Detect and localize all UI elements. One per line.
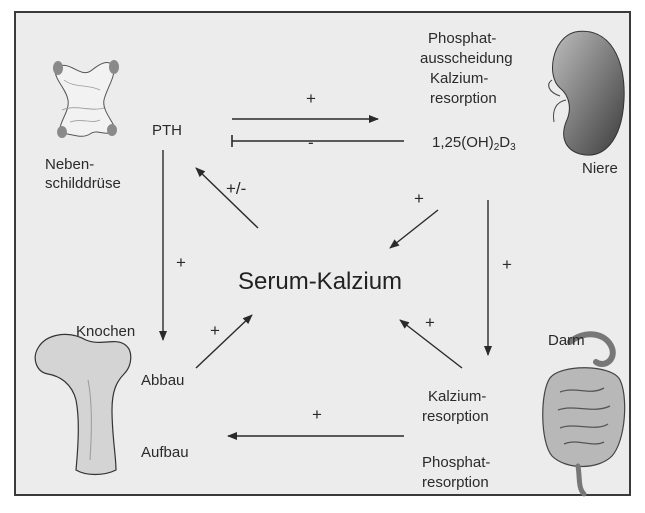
- label-pth: PTH: [152, 122, 182, 139]
- label-schilddruese: schilddrüse: [45, 175, 121, 192]
- arrow-serum-to-pth: [196, 168, 258, 228]
- sign-serum-to-pth: +/-: [226, 180, 246, 198]
- sign-darm-to-serum: +: [425, 314, 435, 332]
- label-niere: Niere: [582, 160, 618, 177]
- arrow-niere-to-serum: [390, 210, 438, 248]
- sign-darm-to-aufbau: +: [312, 406, 322, 424]
- label-resorption-bottom: resorption: [422, 408, 489, 425]
- label-kalzium-top: Kalzium-: [430, 70, 488, 87]
- label-aufbau: Aufbau: [141, 444, 189, 461]
- kidney-icon: [549, 31, 624, 155]
- label-resorption-bottom2: resorption: [422, 474, 489, 491]
- label-resorption-top: resorption: [430, 90, 497, 107]
- label-phosphat-bottom: Phosphat-: [422, 454, 490, 471]
- intestine-icon: [543, 334, 625, 494]
- bone-icon: [35, 334, 131, 474]
- label-neben: Neben-: [45, 156, 94, 173]
- sign-abbau-to-serum: +: [210, 322, 220, 340]
- label-kalzium-bottom: Kalzium-: [428, 388, 486, 405]
- arrow-abbau-to-serum: [196, 315, 252, 368]
- label-abbau: Abbau: [141, 372, 184, 389]
- label-serum-kalzium: Serum-Kalzium: [238, 269, 402, 295]
- label-darm: Darm: [548, 332, 585, 349]
- sign-pth-to-niere: +: [306, 90, 316, 108]
- sign-niere-to-pth: -: [308, 134, 314, 152]
- label-phosphat-top: Phosphat-: [428, 30, 496, 47]
- label-vitamin-d: 1,25(OH)2D3: [432, 134, 516, 153]
- parathyroid-icon: [53, 60, 119, 138]
- sign-pth-to-abbau: +: [176, 254, 186, 272]
- sign-niere-to-serum: +: [414, 190, 424, 208]
- sign-niere-to-darm: +: [502, 256, 512, 274]
- label-ausscheidung: ausscheidung: [420, 50, 513, 67]
- label-knochen: Knochen: [76, 323, 135, 340]
